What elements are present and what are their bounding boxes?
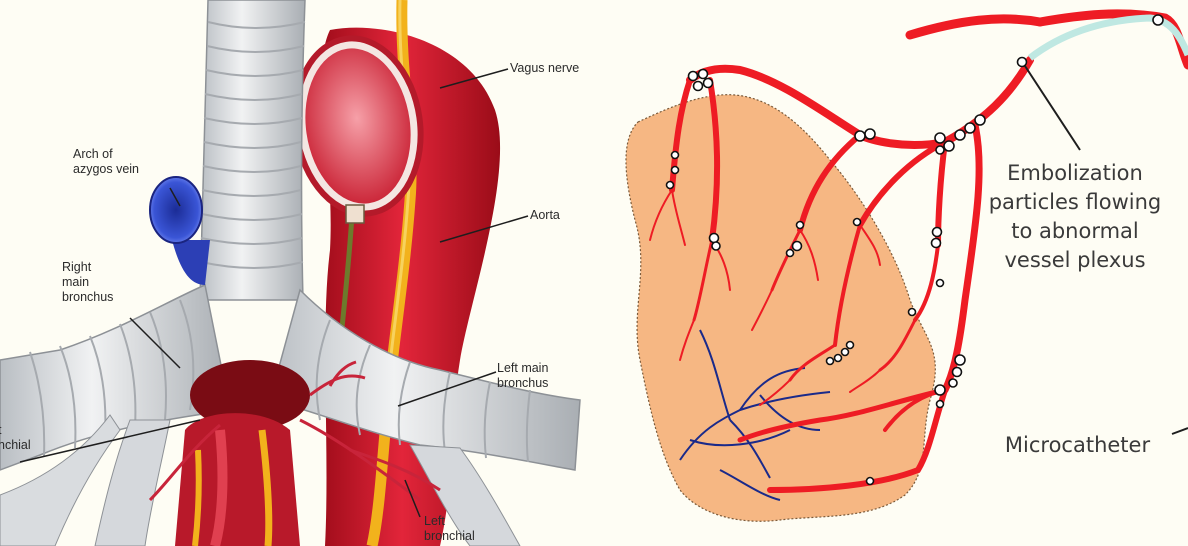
label-left-main-bronchus: Left main bronchus [497,361,549,390]
label-right-bronchial-cut: t nchial [0,423,31,452]
mediastinum-illustration [0,0,581,546]
embolization-particles [665,14,1164,486]
label-microcatheter: Microcatheter [1004,433,1151,457]
label-aorta: Aorta [530,208,560,222]
left-main-bronchus [269,288,581,471]
label-vagus-nerve: Vagus nerve [510,61,580,75]
label-arch-of-azygos-vein: Arch of azygos vein [73,147,140,176]
microcatheter [1027,14,1188,61]
label-embolization-particles: Embolization particles flowing to abnorm… [988,161,1162,272]
label-right-main-bronchus: Right main bronchus [62,260,114,304]
trachea [199,0,306,301]
embolization-schematic [625,9,1188,522]
venous-network [679,329,831,501]
azygos-vein [149,176,210,285]
right-main-bronchus [0,283,231,471]
label-left-bronchial: Left bronchial [424,514,475,543]
